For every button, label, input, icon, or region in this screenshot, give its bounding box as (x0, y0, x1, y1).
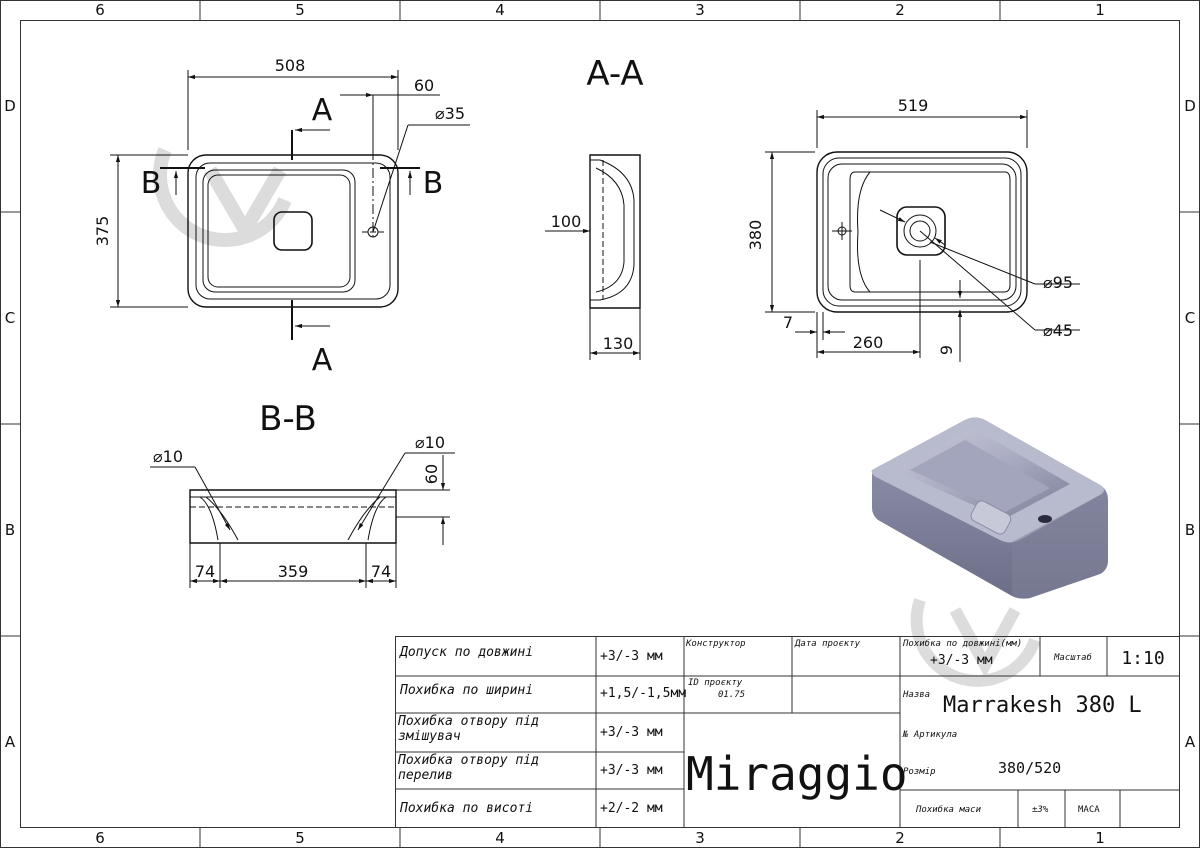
article-label: № Артикула (902, 730, 957, 740)
tolerance-label: Похибка по ширині (399, 683, 533, 698)
right-view-labels: 519 380 7 260 ⌀95 ⌀45 9 (746, 96, 1073, 355)
dim-fillet-right: ⌀10 (415, 433, 445, 452)
zone-row-label: B (1185, 521, 1195, 539)
dim-width: 508 (275, 56, 306, 75)
zone-col-label: 4 (495, 1, 505, 19)
tolerance-label: Похибка отвору під перелив (398, 753, 539, 783)
zone-row-label: C (1185, 309, 1195, 327)
zone-row-label: D (1184, 97, 1196, 115)
project-id-label: ID проєкту (688, 678, 743, 688)
zone-col-label: 1 (1095, 1, 1105, 19)
tolerance-label: Похибка по висоті (399, 801, 533, 816)
zone-row-label: A (1185, 733, 1196, 751)
dim-offset: 60 (414, 76, 434, 95)
zone-col-label: 3 (695, 1, 705, 19)
tolerance-value: +3/-3 мм (600, 725, 663, 740)
dim-side-right: 74 (371, 562, 391, 581)
dim-middle: 359 (278, 562, 309, 581)
mass-tolerance-label: Похибка маси (915, 804, 982, 815)
name-label: Назва (902, 690, 930, 700)
tolerance-label: Похибка отвору під змішувач (398, 714, 539, 744)
mass-label: МАСА (1078, 805, 1100, 815)
dim-fillet-left: ⌀10 (153, 447, 183, 466)
project-id: 01.75 (718, 690, 745, 700)
zone-row-label: A (5, 733, 16, 751)
dim-gap: 9 (937, 345, 956, 355)
section-aa-title: A-A (586, 54, 643, 94)
zone-row-label: D (4, 97, 16, 115)
zone-col-label: 5 (295, 1, 305, 19)
tolerance-value: +3/-3 мм (600, 763, 663, 778)
dim-depth: 100 (551, 212, 582, 231)
dim-rim-height: 60 (422, 464, 441, 484)
zone-col-label: 4 (495, 829, 505, 847)
basin-3d-render (871, 417, 1108, 599)
designer-label: Конструктор (685, 639, 746, 649)
dim-side-left: 74 (195, 562, 215, 581)
scale-value: 1:10 (1121, 648, 1164, 669)
section-bb-title: B-B (259, 399, 317, 439)
product-name: Marrakesh 380 L (943, 693, 1142, 718)
dim-hole-diameter: ⌀35 (435, 104, 465, 123)
dim-height: 375 (93, 216, 112, 247)
dim-edge: 7 (783, 313, 793, 332)
top-view (110, 70, 470, 340)
brand-wordmark: Miraggio (686, 747, 908, 801)
watermark-logo-icon (910, 598, 1041, 687)
section-bb-labels: B-B ⌀10 ⌀10 60 74 359 74 (153, 399, 445, 581)
dim-width: 519 (898, 96, 929, 115)
length-tolerance-value: +3/-3 мм (930, 653, 993, 668)
section-bb-view (150, 452, 455, 588)
section-a-marker: A (312, 343, 333, 378)
dim-height: 380 (746, 220, 765, 251)
tolerance-label: Допуск по довжині (399, 645, 533, 660)
zone-col-label: 3 (695, 829, 705, 847)
dim-drain-outer: ⌀95 (1043, 273, 1073, 292)
zone-col-label: 6 (95, 829, 105, 847)
zone-row-label: B (5, 521, 15, 539)
zone-col-label: 5 (295, 829, 305, 847)
section-aa-view (545, 154, 641, 360)
tolerance-value: +3/-3 мм (600, 649, 663, 664)
dim-drain-offset: 260 (853, 333, 884, 352)
date-label: Дата проєкту (794, 639, 861, 649)
section-b-marker: B (141, 166, 162, 201)
section-a-marker: A (312, 93, 333, 128)
top-view-labels: 508 60 ⌀35 375 A A B B (93, 56, 465, 378)
zone-row-label: C (5, 309, 15, 327)
right-view (765, 110, 1080, 362)
size-label: Розмір (903, 767, 936, 777)
zone-col-label: 2 (895, 829, 905, 847)
tolerance-value: +2/-2 мм (600, 801, 663, 816)
title-block-text: Допуск по довжині +3/-3 мм Похибка по ши… (398, 638, 1165, 816)
section-aa-labels: A-A 100 130 (551, 54, 644, 353)
dim-drain-inner: ⌀45 (1043, 321, 1073, 340)
scale-label: Масштаб (1053, 652, 1092, 663)
dim-section-height: 130 (603, 334, 634, 353)
zone-labels: 6 5 4 3 2 1 6 5 4 3 2 1 D C B A D C B A (4, 1, 1196, 847)
zone-col-label: 6 (95, 1, 105, 19)
zone-col-label: 2 (895, 1, 905, 19)
size-value: 380/520 (998, 759, 1061, 777)
length-tolerance-label: Похибка по довжині(мм) (902, 638, 1022, 649)
section-b-marker: B (423, 166, 444, 201)
watermark-logo-icon (153, 147, 292, 247)
tolerance-value: +1,5/-1,5мм (600, 686, 686, 701)
zone-col-label: 1 (1095, 829, 1105, 847)
mass-tolerance-value: ±3% (1032, 805, 1049, 815)
title-block (395, 636, 1180, 828)
